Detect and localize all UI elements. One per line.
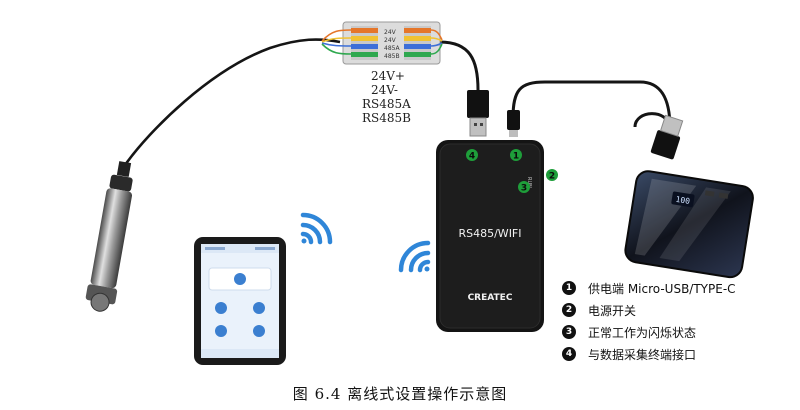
marker-3: 3 <box>518 181 530 194</box>
terminal-block: 24V 24V 485A 485B <box>321 21 443 65</box>
marker-2: 2 <box>546 169 558 182</box>
wifi-icon-gateway <box>398 240 431 273</box>
wire-label-1: 24V <box>384 29 397 36</box>
marker-1: 1 <box>510 149 522 162</box>
label-24v-plus: 24V+ <box>371 69 405 83</box>
micro-usb-plug <box>507 110 520 137</box>
svg-text:2: 2 <box>549 172 555 182</box>
water-probe-sensor <box>85 161 133 312</box>
label-24v-minus: 24V- <box>371 83 398 97</box>
wifi-icon <box>300 212 333 245</box>
legend-item-3: 3 正常工作为闪烁状态 <box>562 323 696 341</box>
legend-text-1: 供电端 Micro-USB/TYPE-C <box>588 281 736 296</box>
legend-text-3: 正常工作为闪烁状态 <box>588 325 697 340</box>
usb-a-plug-left <box>467 90 489 137</box>
run-label: RUN <box>526 177 532 188</box>
usb-cable-left <box>439 40 480 91</box>
gateway-brand-logo: CREATEC <box>468 293 513 303</box>
tablet <box>194 237 286 365</box>
figure-caption: 图 6.4 离线式设置操作示意图 <box>292 385 508 403</box>
label-rs485a: RS485A <box>362 97 411 111</box>
legend-number-2: 2 <box>562 303 576 317</box>
legend-number-3: 3 <box>562 325 576 339</box>
legend-item-2: 2 电源开关 <box>562 301 636 319</box>
legend-item-4: 4 与数据采集终端接口 <box>562 345 696 363</box>
powerbank-display: 100 <box>675 195 691 206</box>
svg-text:4: 4 <box>469 152 475 162</box>
power-bank: 100 <box>624 112 754 279</box>
svg-text:3: 3 <box>521 184 527 194</box>
legend-item-1: 1 供电端 Micro-USB/TYPE-C <box>562 279 736 297</box>
rs485-wifi-gateway: RS485/WIFI CREATEC RUN 4 1 3 <box>436 140 544 332</box>
legend-text-2: 电源开关 <box>588 303 637 318</box>
legend-number-4: 4 <box>562 347 576 361</box>
legend-text-4: 与数据采集终端接口 <box>588 347 697 362</box>
probe-cable <box>123 38 341 166</box>
legend-number-1: 1 <box>562 281 576 295</box>
micro-usb-cable <box>511 80 672 129</box>
marker-4: 4 <box>466 149 478 162</box>
gateway-model-label: RS485/WIFI <box>458 227 521 240</box>
wire-label-4: 485B <box>384 53 400 60</box>
label-rs485b: RS485B <box>362 111 411 125</box>
wire-label-3: 485A <box>384 45 400 52</box>
svg-text:1: 1 <box>513 152 519 162</box>
wire-label-2: 24V <box>384 37 397 44</box>
